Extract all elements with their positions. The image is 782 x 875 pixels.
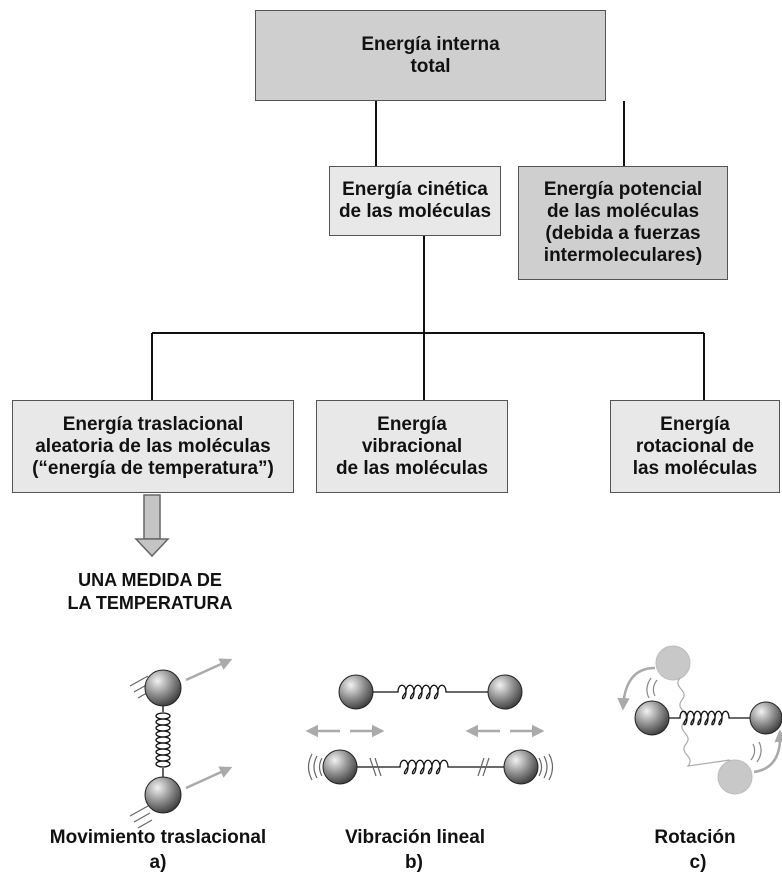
translational-energy-box: Energía traslacional aleatoria de las mo…: [12, 400, 294, 493]
caption-translational: Movimiento traslacional: [49, 827, 267, 848]
vibrational-energy-box: Energía vibracional de las moléculas: [316, 400, 508, 493]
vibration-molecule-icon: [305, 674, 554, 785]
caption-rotation: Rotación: [654, 827, 736, 848]
caption-vibration-letter: b): [405, 852, 423, 873]
caption-rotation-letter: c): [689, 852, 707, 873]
temperature-measure-label: UNA MEDIDA DE LA TEMPERATURA: [67, 570, 233, 613]
potential-energy-box: Energía potencial de las moléculas (debi…: [518, 166, 728, 280]
caption-vibration: Vibración lineal: [344, 827, 486, 848]
caption-translational-letter: a): [149, 852, 167, 873]
rotation-molecule-icon: [617, 645, 782, 795]
total-internal-energy-box: Energía interna total: [255, 10, 606, 101]
tree-connectors: [151, 101, 705, 400]
rotational-energy-box: Energía rotacional de las moléculas: [610, 400, 780, 493]
down-arrow-icon: [134, 494, 170, 558]
kinetic-energy-box: Energía cinética de las moléculas: [329, 166, 501, 236]
translational-molecule-icon: [129, 658, 233, 829]
